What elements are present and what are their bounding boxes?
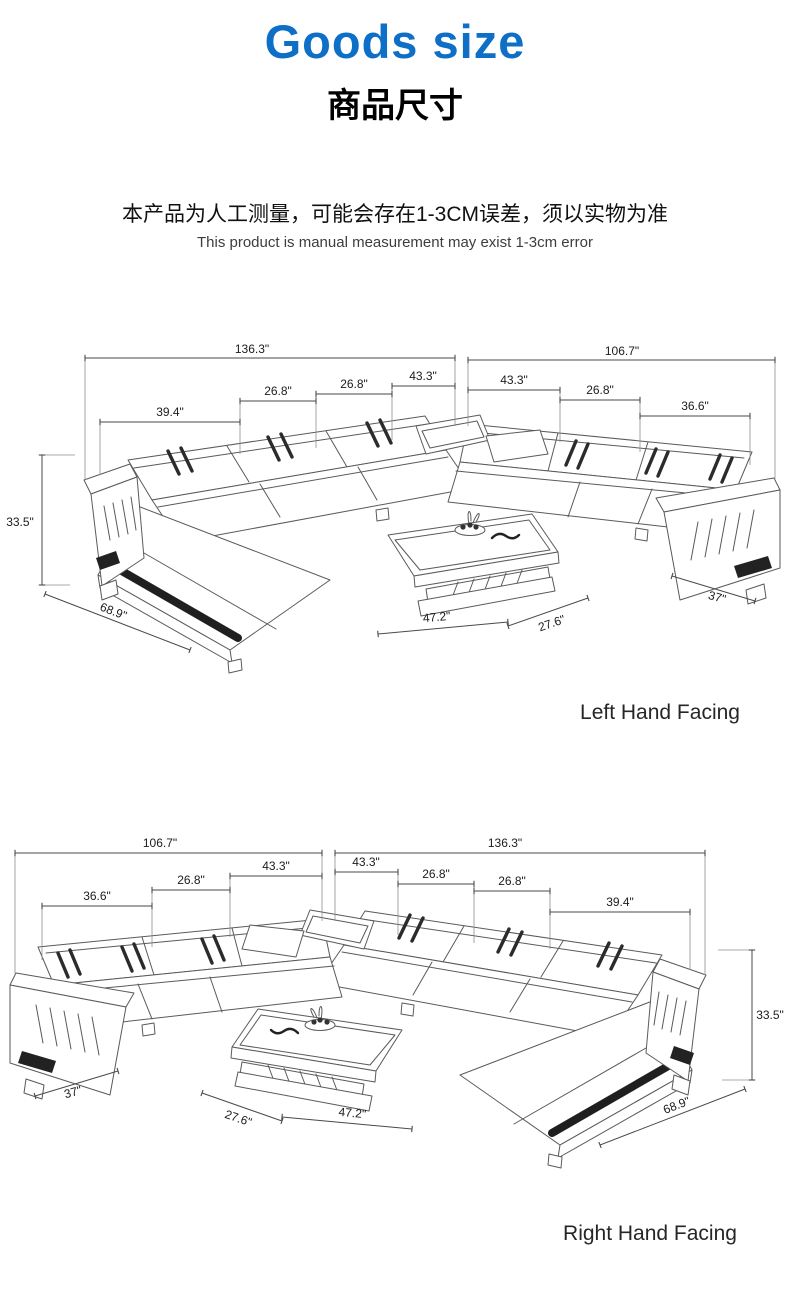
dim-line-table-length: [377, 618, 509, 638]
dim-label-chaise-length: 68.9": [98, 600, 129, 623]
dim-line-arm-depth: [33, 1067, 120, 1100]
dim-label-corner-long: 43.3": [409, 369, 437, 383]
dim-line-chaise-length: [598, 1085, 747, 1149]
dim-line-chaise-length: [43, 590, 192, 654]
dim-label-seat-short: 26.8": [586, 383, 614, 397]
dim-label-chaise-width: 39.4": [606, 895, 634, 909]
dim-label-seat-outer: 26.8": [498, 874, 526, 888]
dim-label-seat-short: 26.8": [177, 873, 205, 887]
page-title: Goods size: [264, 15, 526, 68]
dim-label-back-height: 33.5": [6, 515, 34, 529]
disclaimer-en: This product is manual measurement may e…: [197, 234, 593, 251]
dim-label-arm-section: 36.6": [83, 889, 111, 903]
extension-lines: [14, 853, 752, 1081]
caption-left-hand-facing: Left Hand Facing: [580, 701, 740, 724]
diagram-right-hand-facing: 106.7" 136.3" 43.3" 43.3" 26.8" 26.8" 26…: [0, 836, 784, 1258]
dim-label-table-length: 47.2": [338, 1105, 367, 1121]
dim-label-arm-depth: 37": [707, 588, 728, 606]
page-title-cn: 商品尺寸: [327, 87, 463, 125]
dimension-lines: [38, 354, 776, 654]
dim-label-seat-inner: 26.8": [422, 867, 450, 881]
dim-label-table-depth: 27.6": [223, 1107, 254, 1129]
dim-label-seat-inner: 26.8": [340, 377, 368, 391]
dim-line-table-depth: [506, 594, 590, 630]
dim-label-arm-depth: 37": [63, 1083, 84, 1101]
caption-right-hand-facing: Right Hand Facing: [563, 1222, 737, 1245]
dim-line-table-length: [281, 1113, 413, 1133]
dim-line-table-depth: [200, 1089, 284, 1125]
dim-label-table-depth: 27.6": [536, 612, 567, 634]
dim-label-corner-long: 43.3": [352, 855, 380, 869]
dim-label-arm-section: 36.6": [681, 399, 709, 413]
dim-label-table-length: 47.2": [422, 609, 451, 625]
dim-label-corner-short: 43.3": [500, 373, 528, 387]
dim-label-chaise-width: 39.4": [156, 405, 184, 419]
dim-label-corner-short: 43.3": [262, 859, 290, 873]
dim-line-arm-depth: [670, 572, 757, 605]
dim-label-total-short: 106.7": [605, 344, 639, 358]
dimension-lines: [14, 849, 756, 1149]
dim-label-seat-outer: 26.8": [264, 384, 292, 398]
dim-label-back-height: 33.5": [756, 1008, 784, 1022]
diagram-left-hand-facing: 136.3" 106.7" 43.3" 43.3" 26.8" 26.8" 26…: [6, 342, 790, 750]
dim-label-total-long: 136.3": [488, 836, 522, 850]
dim-label-total-short: 106.7": [143, 836, 177, 850]
disclaimer-cn: 本产品为人工测量，可能会存在1-3CM误差，须以实物为准: [121, 203, 668, 226]
dim-label-total-long: 136.3": [235, 342, 269, 356]
